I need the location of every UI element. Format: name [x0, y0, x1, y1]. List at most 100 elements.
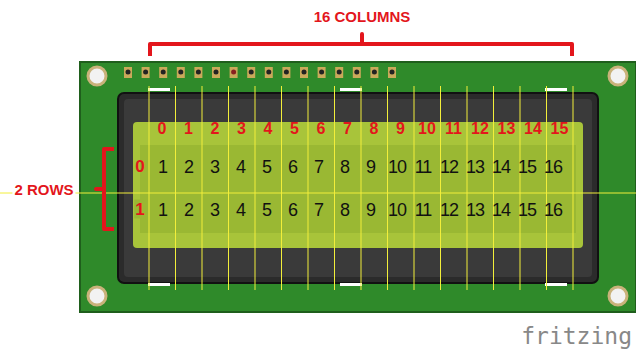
pin-hole — [319, 70, 324, 75]
cell-number: 15 — [518, 158, 536, 176]
bezel-highlight — [545, 88, 567, 91]
cell-number: 13 — [466, 201, 484, 219]
cell-number: 10 — [388, 201, 406, 219]
header-pin — [300, 67, 308, 78]
column-index: 14 — [524, 121, 542, 137]
column-line — [573, 86, 574, 290]
column-index: 5 — [290, 121, 299, 137]
column-index: 12 — [471, 121, 489, 137]
pin-hole — [214, 70, 219, 75]
column-line — [520, 86, 521, 290]
pin-hole — [126, 70, 131, 75]
header-pin — [335, 67, 343, 78]
pin-hole — [196, 70, 201, 75]
pin-hole — [284, 70, 289, 75]
pin-hole — [354, 70, 359, 75]
header-pin — [177, 67, 185, 78]
column-index: 10 — [418, 121, 436, 137]
column-line — [387, 86, 388, 290]
cell-number: 11 — [415, 158, 432, 176]
column-line — [149, 86, 150, 290]
column-line — [467, 86, 468, 290]
cell-number: 12 — [440, 201, 458, 219]
column-index: 11 — [445, 121, 462, 137]
header-pin — [353, 67, 361, 78]
column-index: 1 — [184, 121, 193, 137]
column-index: 3 — [237, 121, 246, 137]
cell-number: 8 — [340, 158, 350, 176]
pin-hole — [143, 70, 148, 75]
lcd-char-area — [140, 145, 576, 233]
column-index: 15 — [551, 121, 569, 137]
mount-hole — [609, 287, 627, 305]
header-pin — [370, 67, 378, 78]
cell-number: 12 — [440, 158, 458, 176]
column-index: 13 — [498, 121, 516, 137]
mount-hole — [609, 67, 627, 85]
column-index: 7 — [343, 121, 352, 137]
bezel-highlight — [340, 283, 362, 286]
header-pin — [282, 67, 290, 78]
cell-number: 1 — [158, 158, 168, 176]
lcd-screen — [133, 122, 583, 248]
cell-number: 7 — [314, 201, 324, 219]
column-index: 2 — [211, 121, 220, 137]
pin-hole — [178, 70, 183, 75]
column-line — [493, 86, 494, 290]
cell-number: 5 — [262, 201, 272, 219]
pcb-board — [80, 62, 636, 312]
mount-hole — [88, 287, 106, 305]
column-index: 4 — [264, 121, 273, 137]
pin-hole — [161, 70, 166, 75]
cell-number: 6 — [288, 158, 298, 176]
lcd-bezel-inner — [124, 99, 592, 277]
column-line — [175, 86, 176, 290]
bezel-highlight — [148, 88, 170, 91]
footer-ground — [80, 313, 636, 357]
header-pin — [212, 67, 220, 78]
column-line — [255, 86, 256, 290]
pin-hole — [337, 70, 342, 75]
header-pin — [247, 67, 255, 78]
header-pin — [230, 67, 238, 78]
cell-number: 15 — [518, 201, 536, 219]
pin-hole — [249, 70, 254, 75]
cell-number: 7 — [314, 158, 324, 176]
cell-number: 14 — [492, 201, 510, 219]
column-line — [228, 86, 229, 290]
cell-number: 4 — [236, 201, 246, 219]
column-index: 9 — [396, 121, 405, 137]
bezel-highlight — [340, 88, 362, 91]
header-pin — [159, 67, 167, 78]
column-line — [334, 86, 335, 290]
cell-number: 3 — [210, 158, 220, 176]
cell-number: 16 — [544, 158, 562, 176]
header-pin — [388, 67, 396, 78]
pin-hole — [390, 70, 395, 75]
column-index: 0 — [158, 121, 167, 137]
pin-hole — [231, 70, 236, 75]
cell-number: 1 — [158, 201, 168, 219]
cell-number: 9 — [366, 201, 376, 219]
pin-hole — [266, 70, 271, 75]
cell-number: 4 — [236, 158, 246, 176]
mount-hole — [88, 67, 106, 85]
column-line — [202, 86, 203, 290]
cell-number: 6 — [288, 201, 298, 219]
cell-number: 9 — [366, 158, 376, 176]
cell-number: 10 — [388, 158, 406, 176]
watermark: fritzing — [521, 325, 632, 348]
cell-number: 16 — [544, 201, 562, 219]
row-index: 1 — [134, 200, 145, 219]
pin-hole — [302, 70, 307, 75]
columns-title: 16 COLUMNS — [312, 9, 413, 24]
cell-number: 2 — [184, 201, 194, 219]
header-pin — [124, 67, 132, 78]
cell-number: 5 — [262, 158, 272, 176]
column-line — [281, 86, 282, 290]
rows-title: 2 ROWS — [12, 181, 75, 198]
column-line — [414, 86, 415, 290]
pin-hole — [372, 70, 377, 75]
header-pins — [124, 67, 396, 78]
